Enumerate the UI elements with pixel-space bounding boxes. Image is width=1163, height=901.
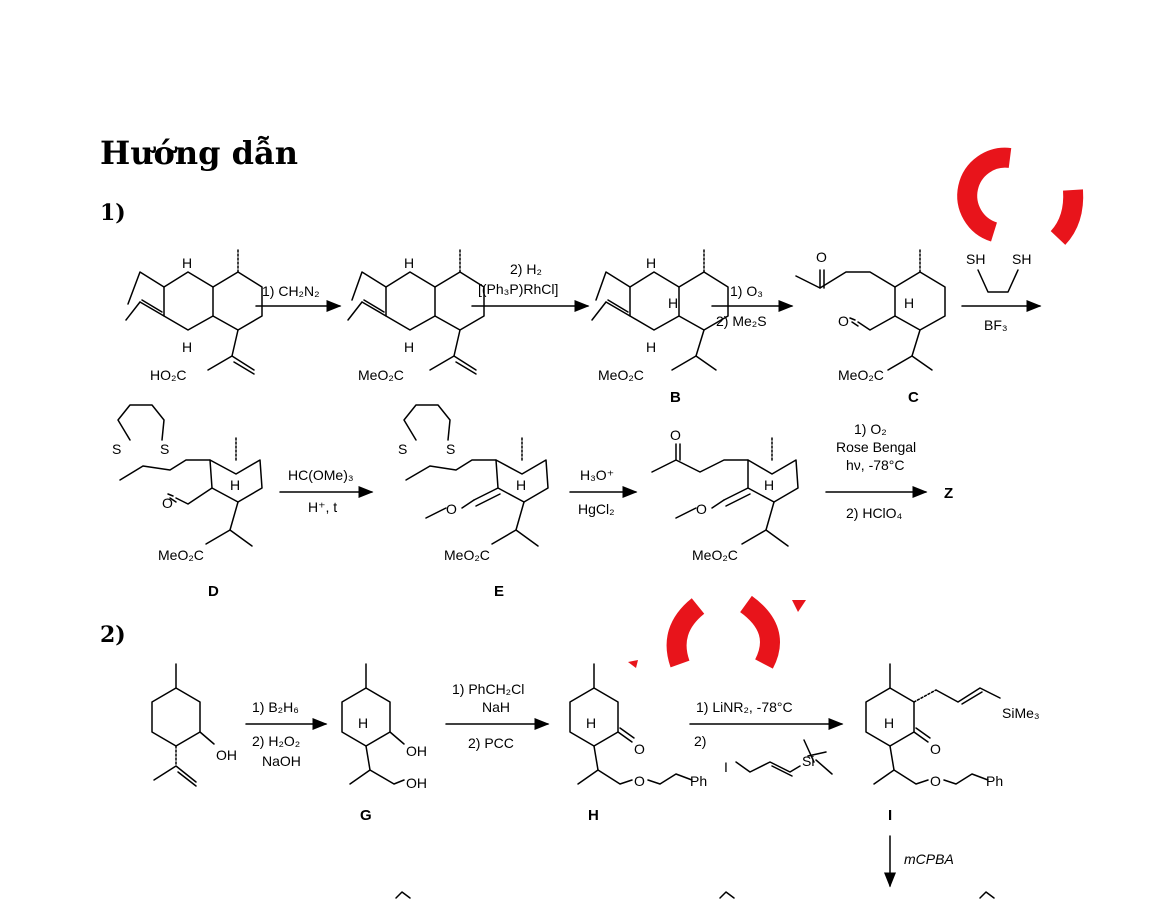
compound-D-label: D bbox=[208, 583, 219, 600]
red-mark-top-right bbox=[957, 147, 1084, 245]
step4-sh1: SH bbox=[966, 251, 985, 267]
compound-I-label: I bbox=[888, 807, 892, 824]
product-Z-label: Z bbox=[944, 485, 953, 502]
G-h: H bbox=[358, 715, 368, 731]
step1-reagent: 1) CH₂N₂ bbox=[262, 283, 320, 299]
G-oh2: OH bbox=[406, 775, 427, 791]
D-ester: MeO₂C bbox=[158, 547, 204, 563]
step6-line2: HgCl₂ bbox=[578, 501, 615, 517]
section-1-label: 1) bbox=[100, 200, 126, 226]
sm2-oh: OH bbox=[216, 747, 237, 763]
I-tms: SiMe₃ bbox=[1002, 705, 1040, 721]
s2-step1-line3: NaOH bbox=[262, 753, 301, 769]
s2-step3-line2: 2) bbox=[694, 733, 706, 749]
step6-line1: H₃O⁺ bbox=[580, 467, 614, 483]
E-s2: S bbox=[446, 441, 455, 457]
I-o-keto: O bbox=[930, 741, 941, 757]
s2-step3-line1: 1) LiNR₂, -78°C bbox=[696, 699, 793, 715]
compound-H-structure: H O O Ph H bbox=[569, 663, 707, 824]
step2-line2: [(Ph₃P)RhCl] bbox=[478, 281, 558, 297]
step4-sh2: SH bbox=[1012, 251, 1031, 267]
compound-G-structure: H OH OH G bbox=[341, 663, 427, 824]
compound-D-structure: S S O H MeO₂C D bbox=[112, 404, 263, 600]
s2-step2-line1: 1) PhCH₂Cl bbox=[452, 681, 524, 697]
E-o: O bbox=[446, 501, 457, 517]
step3-line1: 1) O₃ bbox=[730, 283, 763, 299]
page-heading: Hướng dẫn bbox=[100, 134, 298, 172]
reagent-si: Si bbox=[802, 753, 814, 769]
I-o-ether: O bbox=[930, 773, 941, 789]
step2-line1: 2) H₂ bbox=[510, 261, 542, 277]
compound-B-label: B bbox=[670, 389, 681, 406]
C-ketone-o: O bbox=[816, 249, 827, 265]
G-oh1: OH bbox=[406, 743, 427, 759]
step4-below: BF₃ bbox=[984, 317, 1008, 333]
s2-step2-line3: 2) PCC bbox=[468, 735, 514, 751]
step5-line1: HC(OMe)₃ bbox=[288, 467, 354, 483]
D-s2: S bbox=[160, 441, 169, 457]
step3-line2: 2) Me₂S bbox=[716, 313, 767, 329]
sm-acid-label: HO₂C bbox=[150, 367, 187, 383]
s2-step4-reagent: mCPBA bbox=[904, 851, 954, 867]
s2-step1-line2: 2) H₂O₂ bbox=[252, 733, 300, 749]
compound-C-label: C bbox=[908, 389, 919, 406]
cutoff-structures-bottom bbox=[395, 891, 995, 899]
allyl-iodide-reagent: I Si bbox=[724, 739, 833, 777]
step7-line3: hν, -78°C bbox=[846, 457, 905, 473]
H-ph: Ph bbox=[690, 773, 707, 789]
compound-E-label: E bbox=[494, 583, 504, 600]
F-ketone-o: O bbox=[670, 427, 681, 443]
B-h-top: H bbox=[646, 255, 656, 271]
compound-G-label: G bbox=[360, 807, 372, 824]
compound-H-label: H bbox=[588, 807, 599, 824]
E-s1: S bbox=[398, 441, 407, 457]
step7-line1: 1) O₂ bbox=[854, 421, 887, 437]
C-aldehyde-o: O bbox=[838, 313, 849, 329]
s2-step1-line1: 1) B₂H₆ bbox=[252, 699, 299, 715]
C-ester: MeO₂C bbox=[838, 367, 884, 383]
s2-step2-line2: NaH bbox=[482, 699, 510, 715]
F-h: H bbox=[764, 477, 774, 493]
H-o-ether: O bbox=[634, 773, 645, 789]
methyl-ester-structure: H H MeO₂C bbox=[347, 247, 485, 383]
E-ester: MeO₂C bbox=[444, 547, 490, 563]
B-h-middle: H bbox=[668, 295, 678, 311]
C-h: H bbox=[904, 295, 914, 311]
F-o: O bbox=[696, 501, 707, 517]
D-h: H bbox=[230, 477, 240, 493]
I-h: H bbox=[884, 715, 894, 731]
H-o-keto: O bbox=[634, 741, 645, 757]
step7-line2: Rose Bengal bbox=[836, 439, 916, 455]
ester1-h-bottom: H bbox=[404, 339, 414, 355]
red-mark-middle bbox=[628, 595, 806, 669]
compound-E-structure: S S O H MeO₂C E bbox=[398, 404, 549, 600]
section-2-label: 2) bbox=[100, 622, 126, 648]
enol-ether-ketone-structure: O O H MeO₂C bbox=[651, 427, 799, 563]
compound-B-structure: H H H MeO₂C B bbox=[591, 247, 729, 406]
F-ester: MeO₂C bbox=[692, 547, 738, 563]
reagent-iodo: I bbox=[724, 759, 728, 775]
step7-line4: 2) HClO₄ bbox=[846, 505, 903, 521]
ester1-label: MeO₂C bbox=[358, 367, 404, 383]
D-aldehyde-o: O bbox=[162, 495, 173, 511]
compound-I-structure: H O O Ph SiMe₃ I bbox=[865, 663, 1040, 824]
I-ph: Ph bbox=[986, 773, 1003, 789]
B-ester: MeO₂C bbox=[598, 367, 644, 383]
scheme2-starting-structure: OH bbox=[151, 663, 237, 787]
propanedithiol-reagent: SH SH BF₃ bbox=[966, 251, 1031, 333]
sm-h-top: H bbox=[182, 255, 192, 271]
E-h: H bbox=[516, 477, 526, 493]
compound-C-structure: O O H MeO₂C C bbox=[795, 247, 946, 406]
starting-acid-structure: H H HO₂C bbox=[125, 247, 263, 383]
sm-h-bottom: H bbox=[182, 339, 192, 355]
ester1-h-top: H bbox=[404, 255, 414, 271]
D-s1: S bbox=[112, 441, 121, 457]
H-h: H bbox=[586, 715, 596, 731]
step5-line2: H⁺, t bbox=[308, 499, 337, 515]
B-h-bottom: H bbox=[646, 339, 656, 355]
